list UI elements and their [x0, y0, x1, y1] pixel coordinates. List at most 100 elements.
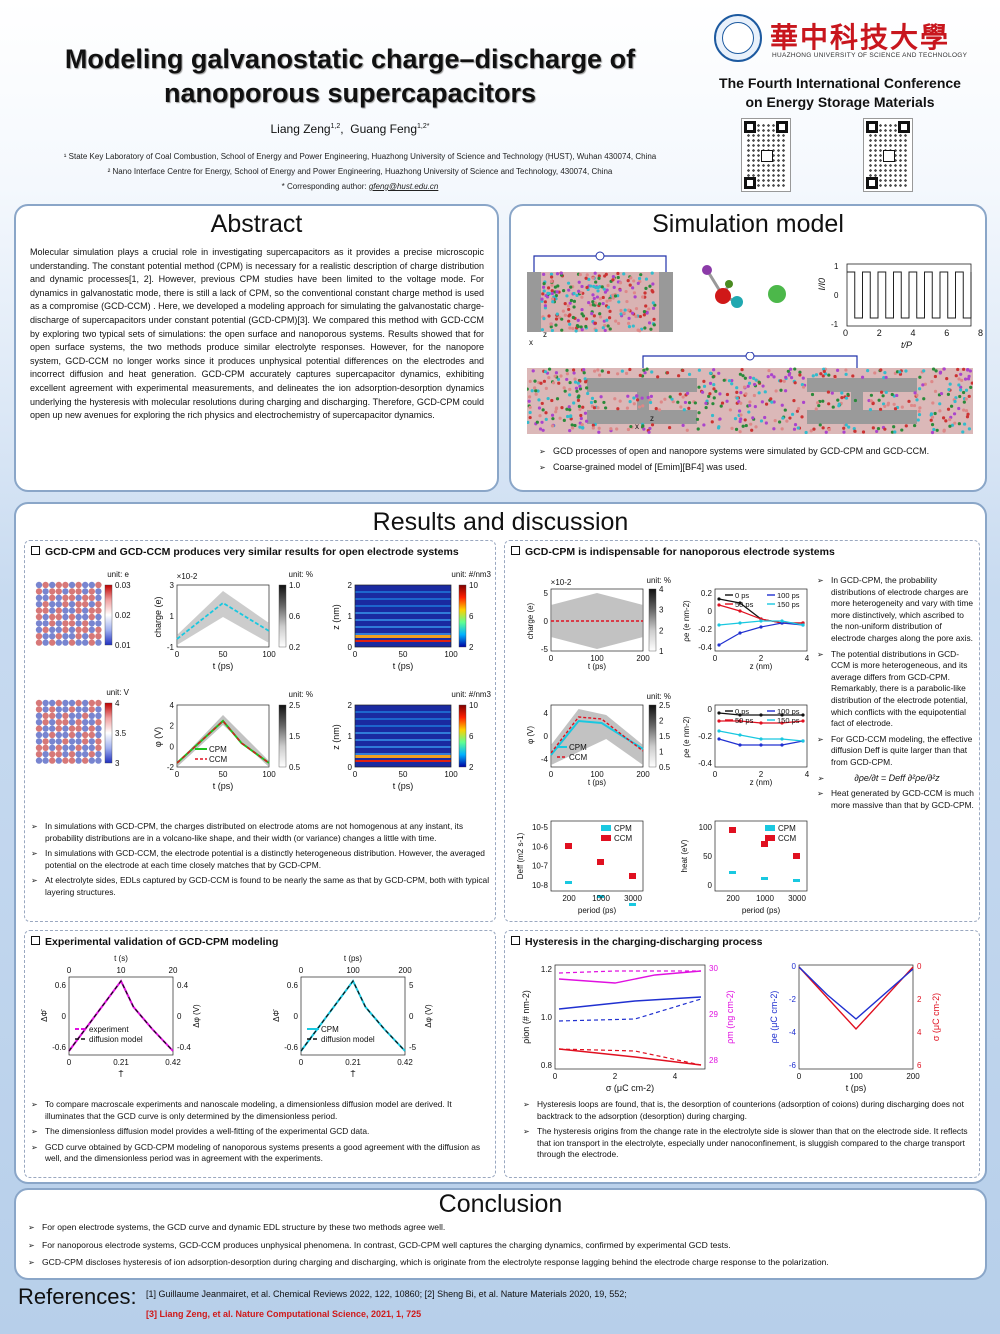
electrode-atom [95, 731, 102, 739]
phi-colorbar-label: 0.5 [289, 763, 301, 772]
ion [584, 276, 588, 280]
ion [861, 430, 866, 434]
rho-legend-label: 100 ps [777, 707, 800, 716]
electrode-atom [68, 706, 76, 713]
ion [801, 376, 805, 380]
open-electrode-box: GCD-CPM and GCD-CCM produces very simila… [24, 540, 496, 922]
ion [593, 271, 597, 275]
ion [531, 369, 535, 373]
ion [568, 393, 572, 397]
electrode-atom [49, 751, 56, 758]
qr-code-wechat-icon[interactable] [863, 118, 913, 192]
ion [777, 420, 782, 424]
ion [641, 295, 645, 299]
nano-phi-ccm [550, 716, 644, 754]
ion [551, 381, 556, 385]
ion [618, 288, 622, 292]
list-item: Hysteresis loops are found, that is, the… [523, 1099, 969, 1122]
electrode-atom [75, 633, 82, 640]
ion [944, 419, 948, 423]
left-y-tick: -0.6 [52, 1043, 66, 1052]
ion [643, 291, 647, 295]
axes-frame [550, 704, 644, 768]
density-band [355, 619, 451, 621]
ion [585, 273, 589, 277]
ion [904, 424, 908, 428]
ion [622, 272, 626, 276]
rho-legend-label: 150 ps [777, 600, 800, 609]
hyst-right-y2-tick: 4 [917, 1028, 922, 1037]
left-top-label: t (s) [114, 954, 128, 963]
ion [606, 370, 611, 374]
ion [583, 411, 588, 415]
ion [795, 409, 800, 413]
ion [679, 405, 683, 409]
nano-charge-colorbar-label: 2 [659, 626, 664, 635]
ion [618, 281, 623, 285]
axes-frame [714, 820, 808, 892]
ion [566, 304, 570, 308]
ion [760, 400, 764, 404]
email-link[interactable]: gfeng@hust.edu.cn [368, 182, 439, 191]
qr-code-icon[interactable] [741, 118, 791, 192]
ion [576, 395, 581, 399]
legend-data: CPM [321, 1025, 339, 1034]
ion [962, 400, 966, 404]
phi-y-tick: 4 [170, 701, 175, 710]
hyst-right-y2label: σ (μC cm-2) [931, 993, 941, 1041]
nano-charge-colorbar-label: 1 [659, 647, 664, 656]
ion [935, 428, 939, 432]
electrode-atom [82, 731, 89, 739]
ion [931, 367, 936, 371]
ion [576, 318, 580, 322]
ion [659, 400, 663, 404]
electrode-atom [82, 639, 89, 646]
ion [833, 374, 837, 379]
ion [568, 326, 572, 330]
charge-colorbar-label: 1.0 [289, 581, 301, 590]
ion [819, 372, 823, 376]
electrode-atom [75, 738, 82, 745]
ion [580, 328, 584, 332]
ion [770, 400, 774, 404]
density-xlabel: t (ps) [393, 781, 414, 791]
ion [766, 375, 770, 379]
ion [560, 405, 564, 410]
ion [708, 371, 713, 375]
legend-data: experiment [89, 1025, 129, 1034]
nano-charge-scale: ×10-2 [551, 578, 572, 587]
rho-point [738, 621, 742, 625]
ion [837, 402, 841, 406]
electrode-atom [95, 594, 102, 601]
ion [597, 373, 602, 377]
ion [793, 423, 798, 427]
ion [710, 420, 714, 424]
ion [572, 305, 576, 309]
ion [608, 309, 612, 313]
ion [629, 276, 633, 280]
legend-cpm: CPM [209, 745, 227, 754]
ion [934, 369, 938, 373]
ion [693, 401, 697, 405]
ion [702, 423, 706, 427]
ion [568, 387, 572, 391]
ion [560, 328, 564, 332]
ion [571, 368, 576, 372]
rho-point [717, 729, 721, 733]
density-band [355, 739, 451, 741]
hyst-left-ylabel: ρion (# nm-2) [521, 990, 531, 1044]
reference-3: [3] Liang Zeng, et al. Nature Computatio… [146, 1309, 422, 1319]
ion [567, 405, 571, 409]
ion [962, 422, 967, 426]
list-item: At electrolyte sides, EDLs captured by G… [31, 875, 491, 898]
electrode-atom [95, 613, 102, 621]
ion [697, 411, 701, 415]
right-y2label: Δφ (V) [424, 1004, 433, 1028]
nano-phi-x-tick: 0 [549, 770, 554, 779]
axes-frame [354, 584, 452, 648]
ion [592, 296, 596, 301]
unit-label: unit: % [289, 690, 313, 699]
rho-point [717, 719, 721, 723]
ion [584, 324, 588, 329]
